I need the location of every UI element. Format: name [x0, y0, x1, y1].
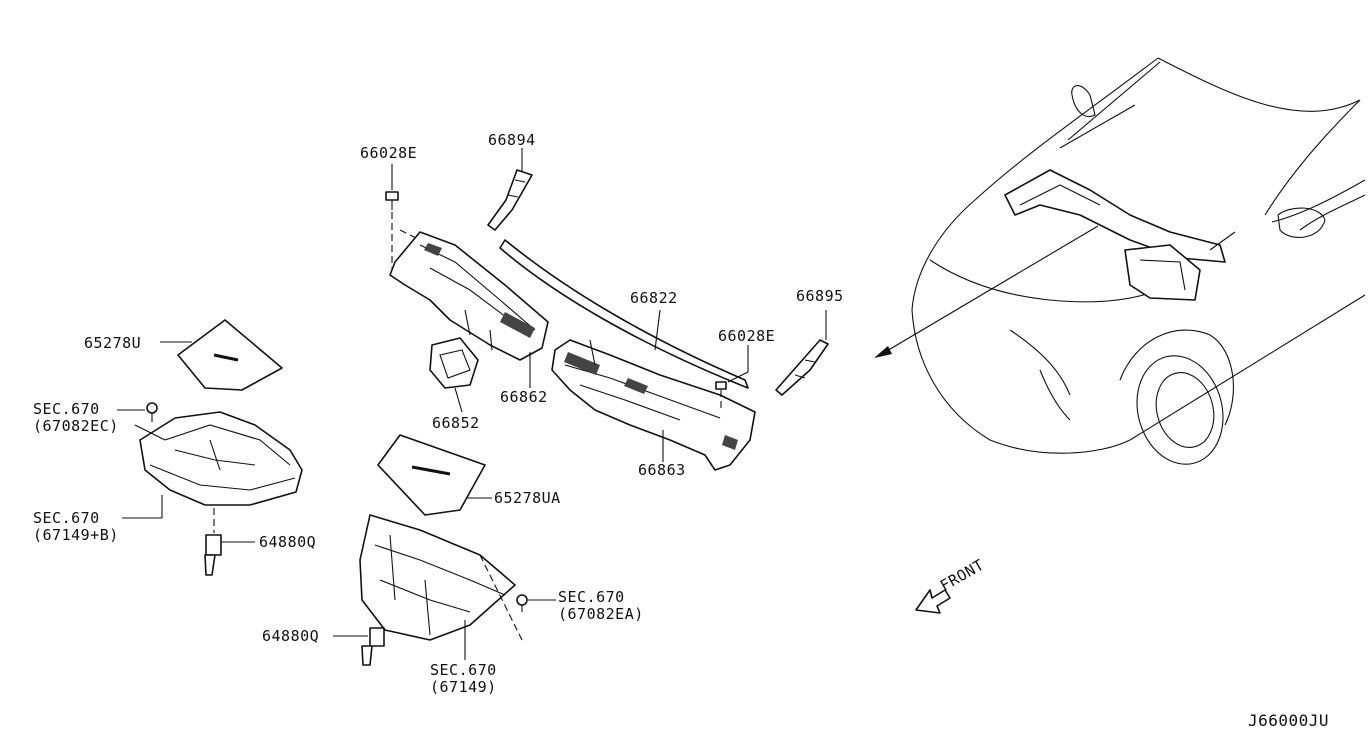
- label-64880Q-lower: 64880Q: [262, 627, 320, 645]
- part-66895: [775, 339, 829, 396]
- label-64880Q-upper: 64880Q: [259, 533, 317, 551]
- label-66862: 66862: [500, 388, 548, 406]
- clip-67082EA: [516, 594, 528, 612]
- label-sec670-b: SEC.670: [33, 509, 100, 527]
- part-66028E-right: [715, 381, 727, 390]
- diagram-code: J66000JU: [1248, 711, 1330, 730]
- label-sec670-c-ref: (67082EA): [558, 605, 644, 623]
- part-66862: [389, 231, 549, 361]
- part-air-box-left: [139, 411, 303, 506]
- label-sec670-a: SEC.670: [33, 400, 100, 418]
- part-64880Q-upper: [204, 534, 222, 576]
- pointer-arrowhead: [874, 346, 892, 358]
- part-66863: [551, 339, 756, 471]
- label-sec670-d: SEC.670: [430, 661, 497, 679]
- label-65278U: 65278U: [84, 334, 142, 352]
- label-65278UA: 65278UA: [494, 489, 561, 507]
- part-65278U: [177, 319, 283, 391]
- label-sec670-d-ref: (67149): [430, 678, 497, 696]
- label-66894: 66894: [488, 131, 536, 149]
- part-66028E-top: [385, 191, 399, 210]
- label-66028E-top: 66028E: [360, 144, 418, 162]
- label-sec670-a-ref: (67082EC): [33, 417, 119, 435]
- part-66822: [499, 239, 749, 389]
- part-66894: [487, 169, 533, 231]
- part-air-box-lower: [359, 514, 516, 641]
- label-66895: 66895: [796, 287, 844, 305]
- label-66863: 66863: [638, 461, 686, 479]
- part-64880Q-lower: [361, 627, 385, 666]
- front-arrow: [915, 589, 951, 614]
- label-66028E-right: 66028E: [718, 327, 776, 345]
- pointer-line: [879, 225, 1099, 356]
- pointer-line-top: [1067, 61, 1161, 141]
- part-65278UA: [377, 434, 486, 516]
- label-66852: 66852: [432, 414, 480, 432]
- label-sec670-b-ref: (67149+B): [33, 526, 119, 544]
- vehicle-illustration: [911, 57, 1366, 465]
- label-66822: 66822: [630, 289, 678, 307]
- label-sec670-c: SEC.670: [558, 588, 625, 606]
- clip-67082EC: [146, 402, 158, 422]
- part-66852: [429, 337, 479, 389]
